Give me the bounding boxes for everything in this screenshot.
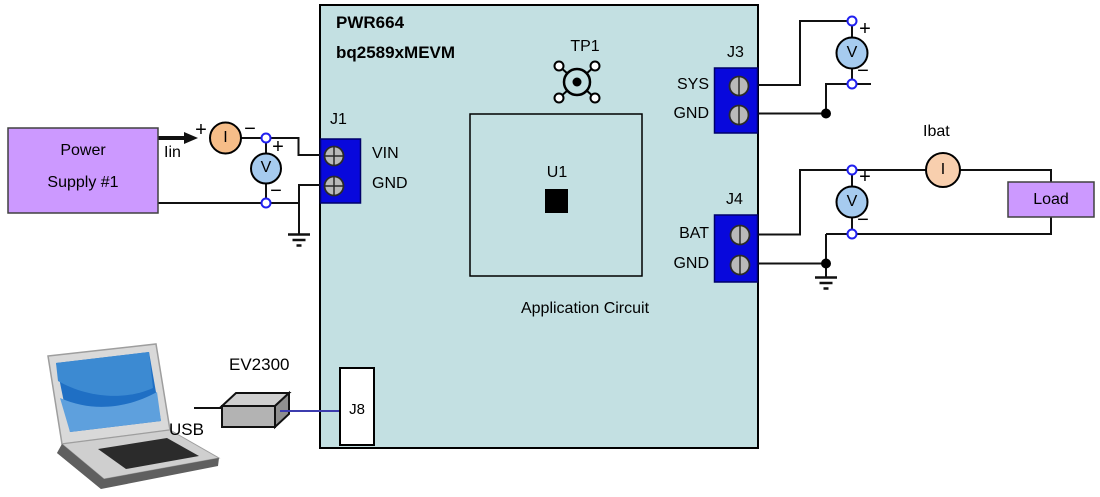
- sys-pin-label: SYS: [676, 76, 709, 93]
- tp1-center-dot: [572, 77, 582, 87]
- j1-label: J1: [330, 111, 347, 128]
- probe-node: [260, 197, 272, 209]
- probe-node: [846, 228, 858, 240]
- bat-wires: [757, 169, 1052, 290]
- wire-sys-to-vmeter: [757, 20, 848, 86]
- iin-ammeter: [209, 121, 242, 155]
- ev2300-label: EV2300: [229, 355, 290, 374]
- application-circuit-box: [469, 113, 643, 277]
- wire-to-vin: [270, 137, 325, 156]
- load-box: [1007, 181, 1095, 218]
- minus-sign: −: [857, 60, 869, 82]
- load-label: Load: [1033, 190, 1069, 208]
- usb-label: USB: [169, 420, 204, 439]
- probe-nodes: [260, 15, 858, 240]
- bat-voltmeter: [835, 185, 869, 219]
- tp1-pad: [589, 92, 601, 104]
- bat-voltmeter-letter: V: [846, 193, 858, 210]
- board-title-line1: PWR664: [336, 13, 405, 32]
- tp1-pad: [553, 60, 565, 72]
- sys-voltmeter: [835, 36, 869, 70]
- power-supply-label-line1: Power: [60, 142, 106, 159]
- tp1-pad: [553, 92, 565, 104]
- laptop-image: [47, 343, 221, 489]
- tp1-pad: [589, 60, 601, 72]
- u1-label: U1: [546, 164, 568, 181]
- input-wires: [157, 136, 325, 247]
- board-title-line2: bq2589xMEVM: [336, 43, 456, 62]
- ibat-ammeter: [925, 152, 961, 188]
- sys-voltmeter-letter: V: [846, 44, 858, 61]
- j8-label: J8: [349, 401, 365, 418]
- tp1-test-point: [553, 60, 601, 104]
- laptop-screen-wave: [60, 392, 161, 432]
- junction-dot: [821, 108, 831, 119]
- j4-connector: [713, 214, 759, 283]
- probe-node: [846, 164, 858, 176]
- j3-gnd-pin-label: GND: [673, 105, 709, 122]
- minus-sign: −: [857, 209, 869, 231]
- j1-connector: [319, 138, 362, 204]
- ibat-ammeter-letter: I: [940, 161, 946, 178]
- j1-gnd-pin-label: GND: [372, 175, 408, 192]
- vin-pin-label: VIN: [372, 145, 399, 162]
- u1-chip: [545, 189, 568, 213]
- j8-connector: [339, 367, 375, 446]
- vin-voltmeter-letter: V: [260, 159, 272, 176]
- iin-ammeter-letter: I: [223, 129, 228, 146]
- plus-sign: +: [859, 18, 871, 40]
- power-supply-box: [7, 127, 159, 214]
- j4-gnd-pin-label: GND: [673, 255, 709, 272]
- plus-sign: +: [272, 136, 284, 158]
- tp1-label: TP1: [570, 38, 600, 55]
- app-circuit-label: Application Circuit: [520, 300, 650, 317]
- ibat-label: Ibat: [923, 123, 950, 140]
- wire-vmeter-return: [825, 83, 848, 114]
- vin-voltmeter: [250, 152, 282, 185]
- plus-sign: +: [859, 166, 871, 188]
- wire-supply-return: [157, 184, 325, 234]
- sys-wires: [757, 20, 871, 115]
- laptop-screen-wave: [56, 352, 153, 396]
- minus-sign: −: [270, 180, 282, 202]
- laptop-keyboard: [98, 438, 199, 469]
- bat-pin-label: BAT: [679, 225, 709, 242]
- j3-label: J3: [727, 44, 744, 61]
- probe-node: [260, 132, 272, 144]
- j3-connector: [713, 67, 759, 134]
- evm-board: [319, 4, 759, 449]
- probe-node: [846, 78, 858, 90]
- power-supply-label-line2: Supply #1: [47, 174, 119, 191]
- minus-sign: −: [244, 118, 256, 140]
- j4-label: J4: [726, 191, 743, 208]
- ev2300-front: [221, 405, 276, 428]
- wire-bat-to-load-top: [757, 169, 1052, 236]
- wire-load-bottom: [826, 217, 1052, 235]
- probe-node: [846, 15, 858, 27]
- junction-dot: [821, 258, 831, 269]
- iin-label: Iin: [164, 144, 181, 161]
- plus-sign: +: [195, 119, 207, 141]
- ev2300-box: [219, 390, 292, 430]
- laptop-base: [57, 444, 219, 489]
- supply-arrow-head: [184, 132, 198, 144]
